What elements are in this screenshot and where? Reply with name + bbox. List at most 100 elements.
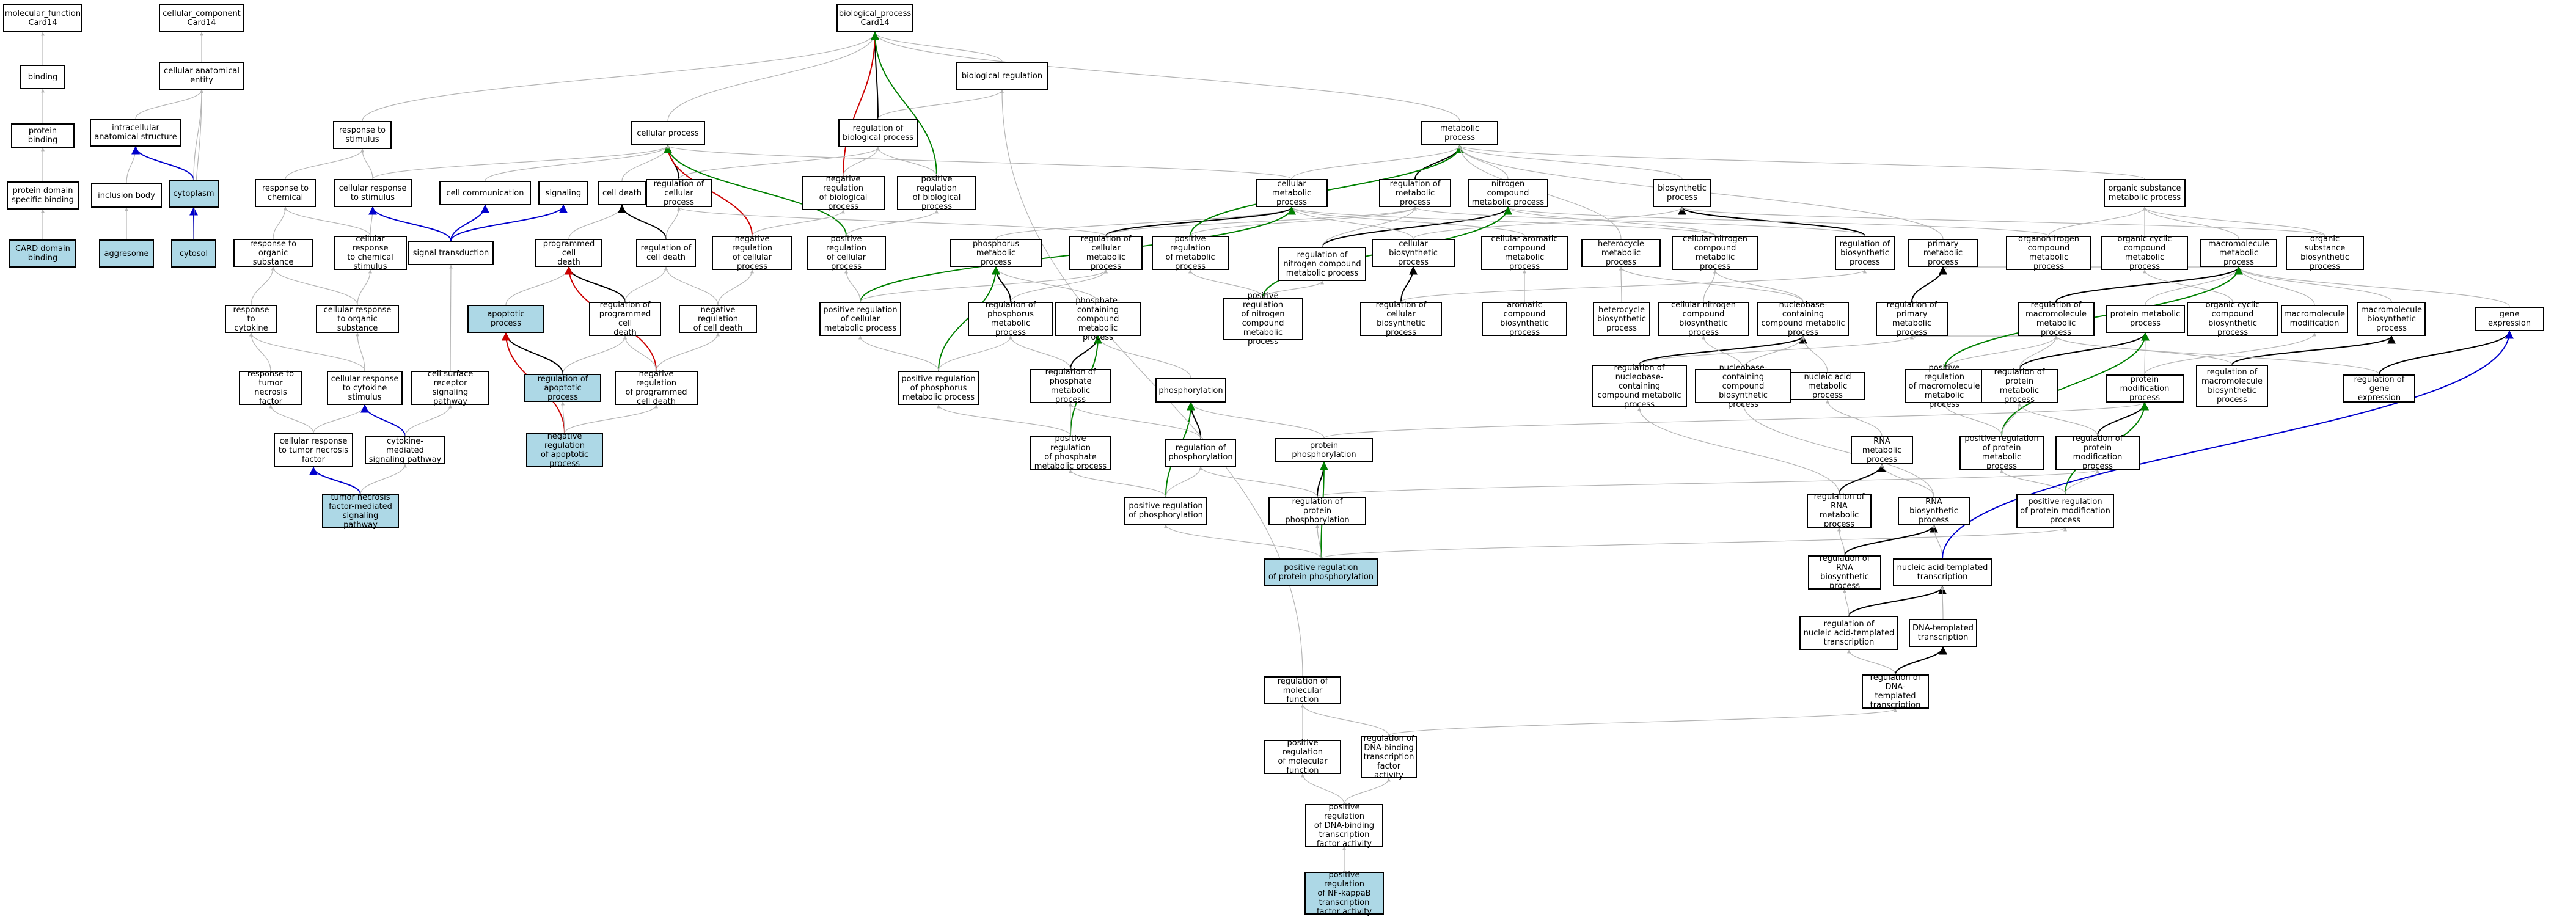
go-term-metabolic-process[interactable]: metabolic process [1421,121,1498,145]
go-term-negative-regulation-of-cell-death[interactable]: negative regulation of cell death [679,305,757,333]
go-term-cellular-metabolic-process[interactable]: cellular metabolic process [1256,179,1328,207]
go-term-regulation-of-primary-metabolic-process[interactable]: regulation of primary metabolic process [1876,301,1948,337]
go-term-response-to-tumor-necrosis-factor[interactable]: response to tumor necrosis factor [239,370,302,406]
go-term-gene-expression[interactable]: gene expression [2475,307,2544,331]
go-term-phosphorylation[interactable]: phosphorylation [1155,378,1226,403]
go-term-positive-regulation-of-metabolic-process[interactable]: positive regulation of metabolic process [1152,235,1229,271]
go-term-nitrogen-compound-metabolic-process[interactable]: nitrogen compound metabolic process [1468,179,1548,207]
go-term-signal-transduction[interactable]: signal transduction [408,241,494,265]
go-term-nucleic-acid-templated-transcription[interactable]: nucleic acid-templated transcription [1893,558,1992,586]
go-term-regulation-of-macromolecule-biosynthetic-process[interactable]: regulation of macromolecule biosynthetic… [2196,365,2268,407]
go-term-regulation-of-cellular-biosynthetic-process[interactable]: regulation of cellular biosynthetic proc… [1360,301,1442,337]
go-term-cellular-response-to-stimulus[interactable]: cellular response to stimulus [334,179,412,207]
go-term-cellular-component-card14[interactable]: cellular_component Card14 [159,4,244,32]
go-term-negative-regulation-of-programmed-cell-death[interactable]: negative regulation of programmed cell d… [615,370,698,406]
go-term-cellular-response-to-cytokine-stimulus[interactable]: cellular response to cytokine stimulus [327,371,403,405]
go-term-positive-regulation-of-cellular-process[interactable]: positive regulation of cellular process [807,235,886,271]
go-term-organonitrogen-compound-metabolic-process[interactable]: organonitrogen compound metabolic proces… [2006,235,2091,271]
go-term-positive-regulation-of-cellular-metabolic-process[interactable]: positive regulation of cellular metaboli… [819,302,901,336]
go-term-aromatic-compound-biosynthetic-process[interactable]: aromatic compound biosynthetic process [1482,301,1567,337]
go-term-regulation-of-phosphorylation[interactable]: regulation of phosphorylation [1165,439,1236,467]
go-term-phosphate-containing-compound-metabolic-process[interactable]: phosphate-containing compound metabolic … [1055,296,1141,342]
go-term-response-to-organic-substance[interactable]: response to organic substance [233,239,313,267]
go-term-heterocycle-biosynthetic-process[interactable]: heterocycle biosynthetic process [1593,302,1650,336]
go-term-positive-regulation-of-macromolecule-metabolic-process[interactable]: positive regulation of macromolecule met… [1905,364,1984,409]
go-term-cellular-aromatic-compound-metabolic-process[interactable]: cellular aromatic compound metabolic pro… [1481,235,1568,271]
go-term-regulation-of-nitrogen-compound-metabolic-process[interactable]: regulation of nitrogen compound metaboli… [1278,247,1366,281]
go-term-regulation-of-phosphorus-metabolic-process[interactable]: regulation of phosphorus metabolic proce… [968,301,1053,337]
go-term-positive-regulation-of-nf-kappab-transcription-factor-activity[interactable]: positive regulation of NF-kappaB transcr… [1304,871,1384,916]
go-term-positive-regulation-of-molecular-function[interactable]: positive regulation of molecular functio… [1264,739,1341,775]
go-term-cellular-process[interactable]: cellular process [631,121,705,145]
go-term-positive-regulation-of-phosphorylation[interactable]: positive regulation of phosphorylation [1124,497,1207,525]
go-term-inclusion-body[interactable]: inclusion body [91,183,162,208]
go-term-cell-communication[interactable]: cell communication [439,181,531,205]
go-term-macromolecule-biosynthetic-process[interactable]: macromolecule biosynthetic process [2357,302,2426,336]
go-term-regulation-of-cellular-metabolic-process[interactable]: regulation of cellular metabolic process [1069,235,1143,271]
go-term-regulation-of-nucleic-acid-templated-transcription[interactable]: regulation of nucleic acid-templated tra… [1799,616,1898,650]
go-term-regulation-of-apoptotic-process[interactable]: regulation of apoptotic process [524,374,601,402]
go-term-protein-phosphorylation[interactable]: protein phosphorylation [1275,438,1373,462]
go-term-rna-biosynthetic-process[interactable]: RNA biosynthetic process [1898,497,1970,525]
go-term-positive-regulation-of-nitrogen-compound-metabolic-process[interactable]: positive regulation of nitrogen compound… [1223,291,1303,346]
go-term-heterocycle-metabolic-process[interactable]: heterocycle metabolic process [1581,239,1661,267]
go-term-programmed-cell-death[interactable]: programmed cell death [535,239,602,267]
go-term-tumor-necrosis-factor-mediated-signaling-pathway[interactable]: tumor necrosis factor-mediated signaling… [322,493,399,530]
go-term-regulation-of-biological-process[interactable]: regulation of biological process [838,119,918,147]
go-term-biosynthetic-process[interactable]: biosynthetic process [1653,179,1711,207]
go-term-positive-regulation-of-dna-binding-transcription-factor-activity[interactable]: positive regulation of DNA-binding trans… [1305,803,1383,849]
go-term-cytoplasm[interactable]: cytoplasm [169,180,219,208]
go-term-rna-metabolic-process[interactable]: RNA metabolic process [1851,436,1913,464]
go-term-dna-templated-transcription[interactable]: DNA-templated transcription [1909,619,1977,647]
go-term-organic-cyclic-compound-biosynthetic-process[interactable]: organic cyclic compound biosynthetic pro… [2187,301,2278,337]
go-term-regulation-of-rna-metabolic-process[interactable]: regulation of RNA metabolic process [1807,492,1872,529]
go-term-negative-regulation-of-biological-process[interactable]: negative regulation of biological proces… [802,175,885,211]
go-term-cellular-response-to-tumor-necrosis-factor[interactable]: cellular response to tumor necrosis fact… [274,433,353,467]
go-term-biological-process-card14[interactable]: biological_process Card14 [836,4,913,32]
go-term-cell-surface-receptor-signaling-pathway[interactable]: cell surface receptor signaling pathway [411,370,489,406]
go-term-positive-regulation-of-phosphate-metabolic-process[interactable]: positive regulation of phosphate metabol… [1030,434,1111,471]
go-term-response-to-chemical[interactable]: response to chemical [255,179,316,207]
go-term-regulation-of-phosphate-metabolic-process[interactable]: regulation of phosphate metabolic proces… [1030,368,1111,404]
go-term-negative-regulation-of-apoptotic-process[interactable]: negative regulation of apoptotic process [526,432,603,469]
go-term-regulation-of-dna-binding-transcription-factor-activity[interactable]: regulation of DNA-binding transcription … [1361,734,1417,780]
go-term-negative-regulation-of-cellular-process[interactable]: negative regulation of cellular process [712,235,792,271]
go-term-regulation-of-protein-metabolic-process[interactable]: regulation of protein metabolic process [1981,368,2058,404]
go-term-regulation-of-metabolic-process[interactable]: regulation of metabolic process [1379,179,1451,207]
go-term-card-domain-binding[interactable]: CARD domain binding [9,239,76,268]
go-term-protein-modification-process[interactable]: protein modification process [2106,374,2184,403]
go-term-organic-substance-metabolic-process[interactable]: organic substance metabolic process [2104,179,2186,207]
go-term-nucleobase-containing-compound-metabolic-process[interactable]: nucleobase-containing compound metabolic… [1757,301,1849,337]
go-term-nucleobase-containing-compound-biosynthetic-process[interactable]: nucleobase-containing compound biosynthe… [1695,364,1791,409]
go-term-macromolecule-modification[interactable]: macromolecule modification [2281,305,2348,333]
go-term-organic-substance-biosynthetic-process[interactable]: organic substance biosynthetic process [2286,235,2364,271]
go-term-macromolecule-metabolic-process[interactable]: macromolecule metabolic process [2200,239,2277,267]
go-term-regulation-of-gene-expression[interactable]: regulation of gene expression [2343,374,2415,403]
go-term-apoptotic-process[interactable]: apoptotic process [467,305,544,333]
go-term-regulation-of-protein-phosphorylation[interactable]: regulation of protein phosphorylation [1268,497,1366,525]
go-term-regulation-of-protein-modification-process[interactable]: regulation of protein modification proce… [2055,434,2140,471]
go-term-regulation-of-macromolecule-metabolic-process[interactable]: regulation of macromolecule metabolic pr… [2018,301,2095,337]
go-term-cellular-response-to-organic-substance[interactable]: cellular response to organic substance [316,305,399,333]
go-term-cytokine-mediated-signaling-pathway[interactable]: cytokine-mediated signaling pathway [365,436,445,464]
go-term-positive-regulation-of-phosphorus-metabolic-process[interactable]: positive regulation of phosphorus metabo… [898,371,979,405]
go-term-protein-domain-specific-binding[interactable]: protein domain specific binding [7,181,79,210]
go-term-cell-death[interactable]: cell death [598,181,646,205]
go-term-organic-cyclic-compound-metabolic-process[interactable]: organic cyclic compound metabolic proces… [2101,235,2188,271]
go-term-nucleic-acid-metabolic-process[interactable]: nucleic acid metabolic process [1790,372,1865,400]
go-term-positive-regulation-of-biological-process[interactable]: positive regulation of biological proces… [897,175,976,211]
go-term-cellular-biosynthetic-process[interactable]: cellular biosynthetic process [1372,239,1455,267]
go-term-regulation-of-cell-death[interactable]: regulation of cell death [636,239,696,267]
go-term-cytosol[interactable]: cytosol [171,239,216,268]
go-term-primary-metabolic-process[interactable]: primary metabolic process [1908,239,1978,267]
go-term-phosphorus-metabolic-process[interactable]: phosphorus metabolic process [950,239,1042,267]
go-term-cellular-response-to-chemical-stimulus[interactable]: cellular response to chemical stimulus [334,235,407,271]
go-term-cellular-anatomical-entity[interactable]: cellular anatomical entity [159,62,244,90]
go-term-positive-regulation-of-protein-metabolic-process[interactable]: positive regulation of protein metabolic… [1959,434,2044,471]
go-term-intracellular-anatomical-structure[interactable]: intracellular anatomical structure [90,119,181,147]
go-term-regulation-of-molecular-function[interactable]: regulation of molecular function [1264,676,1341,704]
go-term-positive-regulation-of-protein-modification-process[interactable]: positive regulation of protein modificat… [2016,494,2114,528]
go-term-regulation-of-cellular-process[interactable]: regulation of cellular process [646,179,712,207]
go-term-regulation-of-biosynthetic-process[interactable]: regulation of biosynthetic process [1835,236,1895,270]
go-term-regulation-of-nucleobase-containing-compound-metabolic-process[interactable]: regulation of nucleobase-containing comp… [1592,364,1687,409]
